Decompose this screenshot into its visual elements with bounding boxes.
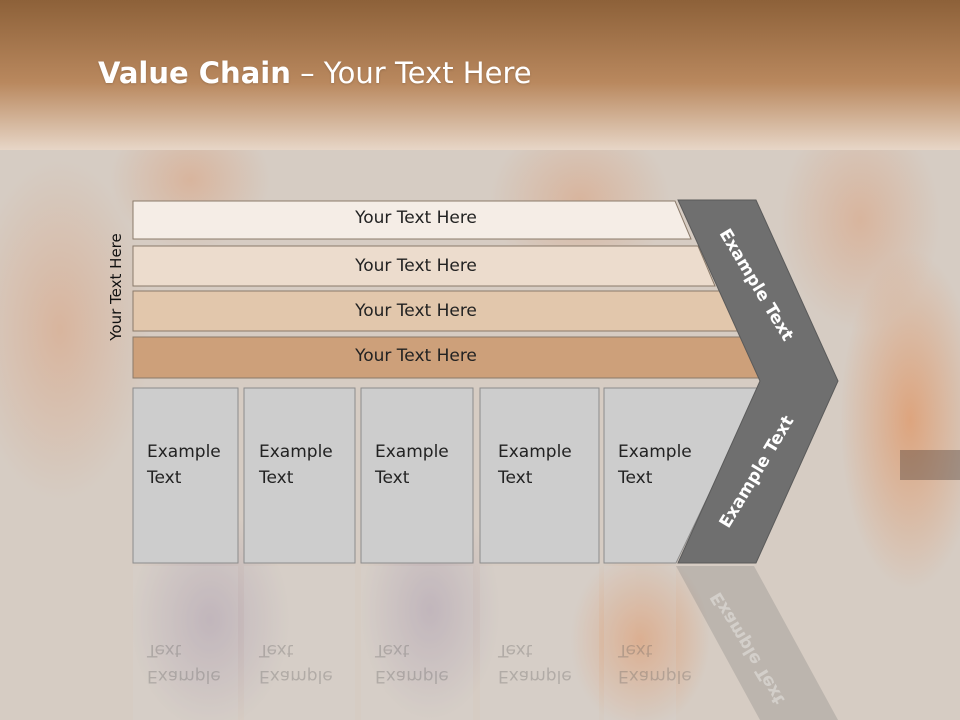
box-1-shape[interactable] [132, 387, 239, 564]
chevron-arrow[interactable] [677, 199, 839, 564]
reflection [133, 566, 676, 720]
row-1-shape[interactable] [132, 200, 692, 240]
box-4-shape[interactable] [479, 387, 600, 564]
row-1-label: Your Text Here [355, 208, 477, 228]
title-rest: – Your Text Here [290, 56, 532, 90]
box-5-shape[interactable] [603, 387, 761, 564]
chevron-reflection [676, 566, 838, 720]
row-4-label: Your Text Here [355, 346, 477, 366]
box-2-shape[interactable] [243, 387, 356, 564]
row-2-label: Your Text Here [355, 256, 477, 276]
row-2-shape[interactable] [132, 245, 716, 287]
title-bold: Value Chain [98, 56, 291, 90]
row-3-label: Your Text Here [355, 301, 477, 321]
box-3-shape[interactable] [360, 387, 474, 564]
slide-title: Value Chain – Your Text Here [98, 56, 532, 90]
